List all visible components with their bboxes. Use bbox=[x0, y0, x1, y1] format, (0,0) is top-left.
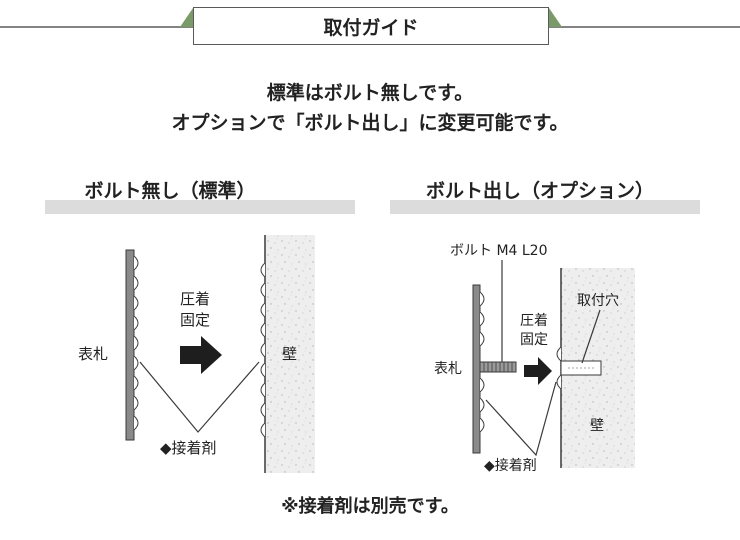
left-diagram bbox=[125, 235, 315, 473]
left-wall bbox=[265, 235, 315, 473]
hole-leader bbox=[581, 309, 601, 364]
right-wall-label: 壁 bbox=[590, 418, 604, 434]
left-adhesive-label: ◆接着剤 bbox=[160, 439, 217, 457]
right-section-bar bbox=[390, 200, 700, 214]
left-panel-heading: ボルト無し（標準） bbox=[84, 180, 256, 202]
right-nameplate bbox=[472, 284, 481, 454]
right-action-label: 圧着 固定 bbox=[520, 312, 548, 350]
header-divider bbox=[0, 8, 740, 28]
right-diagram bbox=[472, 260, 635, 468]
page-title: 取付ガイド bbox=[193, 7, 549, 45]
left-plate-label: 表札 bbox=[78, 345, 109, 363]
left-adhesive-leader bbox=[139, 361, 260, 433]
left-action-label: 圧着 固定 bbox=[180, 289, 210, 331]
right-action-label-1: 圧着 bbox=[520, 313, 548, 329]
right-plate-label: 表札 bbox=[434, 361, 462, 377]
footnote: ※接着剤は別売です。 bbox=[281, 496, 459, 517]
intro-line-2: オプションで「ボルト出し」に変更可能です。 bbox=[171, 112, 569, 134]
bolt-label: ボルト M4 L20 bbox=[450, 243, 548, 259]
right-action-label-2: 固定 bbox=[520, 332, 548, 348]
right-adhesive-leader bbox=[485, 381, 557, 457]
left-action-label-1: 圧着 bbox=[180, 290, 211, 308]
left-wall-label: 壁 bbox=[282, 345, 298, 363]
hole-label: 取付穴 bbox=[577, 293, 619, 309]
bolt bbox=[479, 361, 517, 373]
right-adhesive-label: ◆接着剤 bbox=[484, 458, 537, 474]
left-action-label-2: 固定 bbox=[180, 311, 211, 329]
intro-line-1: 標準はボルト無しです。 bbox=[266, 82, 474, 104]
left-section-bar bbox=[45, 200, 355, 214]
left-press-arrow bbox=[180, 336, 222, 374]
left-nameplate bbox=[125, 249, 135, 441]
right-panel-heading: ボルト出し（オプション） bbox=[425, 180, 654, 202]
right-press-arrow bbox=[524, 357, 552, 385]
